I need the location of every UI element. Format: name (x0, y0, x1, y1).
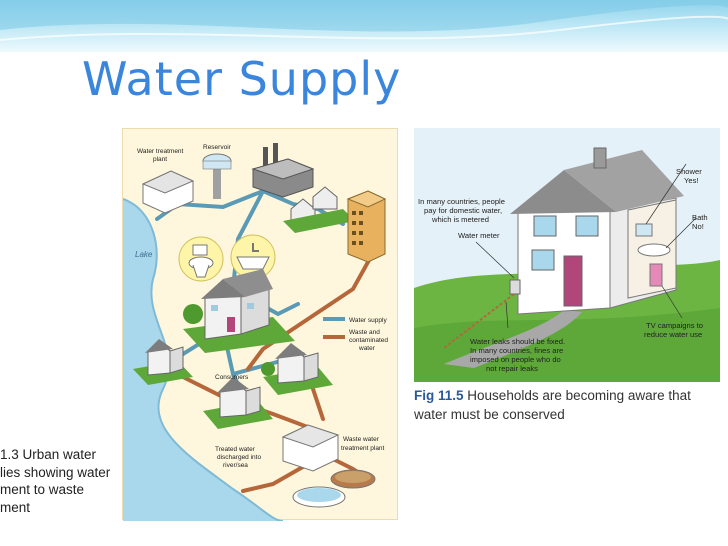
consumer-house-bottom (203, 377, 273, 429)
house-window (533, 215, 557, 237)
waste-water-treatment-plant (281, 424, 376, 508)
urban-water-illustration: Lake Water treatment plant (122, 143, 388, 522)
treatment-plant-label: Water treatment (137, 148, 184, 155)
household-figure-caption: Fig 11.5 Households are becoming aware t… (414, 386, 726, 424)
bath-label: No! (692, 222, 704, 231)
header-band (0, 0, 728, 52)
diagram-legend: Water supply Waste and contaminated wate… (323, 317, 388, 352)
waste-plant-label: treatment plant (341, 445, 385, 452)
bathtub-icon (637, 243, 671, 257)
household-illustration: In many countries, people pay for domest… (414, 147, 720, 382)
urban-water-diagram: Lake Water treatment plant (122, 128, 398, 522)
caption-line: 1.3 Urban water (0, 447, 97, 462)
slide-title: Water Supply (82, 52, 402, 106)
figure-number: Fig 11.5 (414, 388, 464, 403)
toilet-icon (178, 236, 224, 282)
reservoir-tower (202, 153, 232, 199)
legend-supply-swatch (323, 317, 345, 321)
legend-waste-label: water (358, 345, 376, 352)
pay-label: In many countries, people (418, 197, 505, 206)
leaks-label: Water leaks should be fixed. (470, 337, 565, 346)
consumers-label: Consumers (215, 374, 249, 381)
leaks-label: In many countries, fines are (470, 346, 563, 355)
lake-water (123, 199, 283, 521)
bath-label: Bath (692, 213, 708, 222)
left-figure-caption: 1.3 Urban water lies showing water ment … (0, 446, 122, 516)
treated-water-label: discharged into (217, 454, 261, 461)
consumer-house-right (261, 343, 333, 395)
water-meter-label: Water meter (458, 231, 500, 240)
lake-label: Lake (135, 250, 153, 259)
houses-cluster-top (283, 186, 355, 233)
figure-caption-text: Households are becoming aware that water… (414, 388, 691, 422)
shower-icon (635, 223, 653, 237)
tv-campaign-label: TV campaigns to (646, 321, 703, 330)
factory-building (251, 143, 315, 198)
apartment-block (346, 190, 387, 263)
waste-plant-label: Waste water (343, 436, 380, 443)
house-window (575, 215, 599, 237)
roof-front (510, 170, 616, 214)
leaks-label: not repair leaks (486, 364, 538, 373)
tv-icon (649, 263, 663, 287)
reservoir-label: Reservoir (203, 144, 232, 151)
water-treatment-plant (141, 170, 195, 214)
treatment-plant-label: plant (153, 156, 167, 163)
leaks-label: imposed on people who do (470, 355, 561, 364)
chimney (593, 147, 607, 169)
caption-line: ment (0, 499, 31, 515)
caption-line: ment to waste (0, 482, 85, 497)
house-window (531, 249, 555, 271)
shower-label: Yes! (684, 176, 699, 185)
consumer-house-left (133, 339, 193, 385)
shower-label: Shower (676, 167, 702, 176)
household-water-diagram: In many countries, people pay for domest… (414, 128, 720, 382)
caption-line: lies showing water (0, 464, 111, 480)
pay-label: which is metered (431, 215, 489, 224)
treated-water-label: Treated water (215, 446, 256, 453)
legend-waste-label: contaminated (349, 337, 388, 344)
garden-path (444, 310, 582, 368)
tv-campaign-label: reduce water use (644, 330, 702, 339)
pay-label: pay for domestic water, (424, 206, 502, 215)
treated-water-label: river/sea (223, 462, 248, 469)
legend-waste-label: Waste and (349, 329, 380, 336)
house-door (563, 255, 583, 307)
legend-supply-label: Water supply (349, 317, 387, 324)
legend-waste-swatch (323, 335, 345, 339)
wave-decoration (0, 0, 728, 41)
water-meter-icon (509, 279, 521, 295)
central-house (183, 269, 295, 353)
house (510, 147, 684, 315)
